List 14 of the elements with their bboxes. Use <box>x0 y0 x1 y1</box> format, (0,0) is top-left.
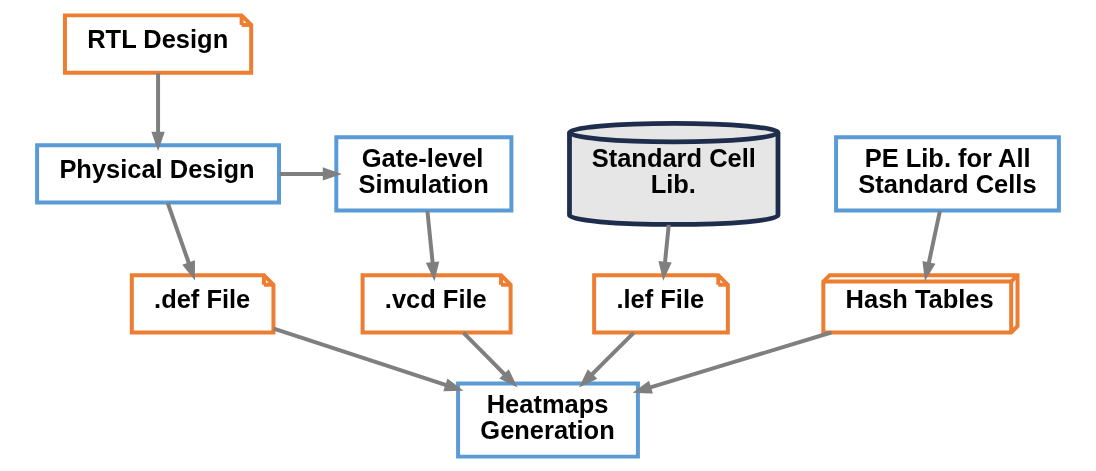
arrow <box>279 166 342 181</box>
arrow <box>165 201 195 280</box>
node-box: Heatmaps Generation <box>456 380 640 459</box>
arrow <box>579 330 636 387</box>
arrow <box>273 326 464 391</box>
node-box: Gate-level Simulation <box>334 134 514 213</box>
arrow <box>425 210 440 281</box>
arrow <box>151 72 165 151</box>
node-box: PE Lib. for All Standard Cells <box>834 134 1061 213</box>
arrow <box>462 330 518 387</box>
arrow <box>922 209 942 281</box>
arrow <box>658 224 672 281</box>
node-box: Physical Design <box>35 142 281 205</box>
arrow <box>632 330 832 394</box>
